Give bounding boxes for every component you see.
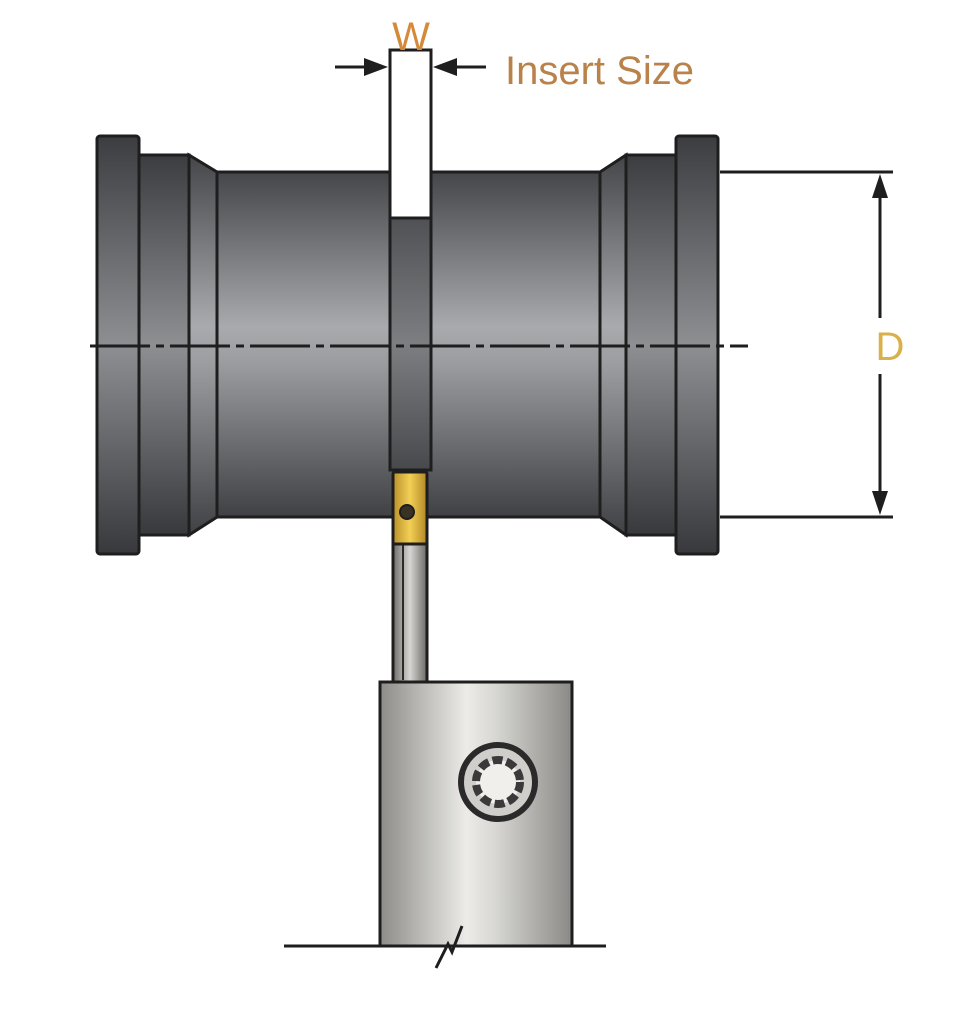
break-mark bbox=[434, 925, 464, 969]
insert-screw-icon bbox=[399, 504, 415, 520]
width-label: W bbox=[392, 15, 430, 59]
diameter-arrow-top bbox=[872, 174, 888, 198]
width-dimension bbox=[335, 50, 486, 90]
diameter-arrow-bottom bbox=[872, 491, 888, 515]
diameter-dimension bbox=[720, 170, 893, 519]
width-arrow-right-head bbox=[433, 58, 457, 76]
groove bbox=[388, 216, 433, 472]
blade bbox=[391, 523, 429, 687]
groove-slot bbox=[388, 48, 433, 220]
width-arrow-left-head bbox=[364, 58, 388, 76]
tool-holder bbox=[284, 680, 606, 969]
holder-screw-socket bbox=[472, 756, 524, 808]
grooving-tool bbox=[391, 470, 429, 687]
diameter-label: D bbox=[876, 325, 905, 369]
insert-size-label: Insert Size bbox=[505, 49, 694, 93]
